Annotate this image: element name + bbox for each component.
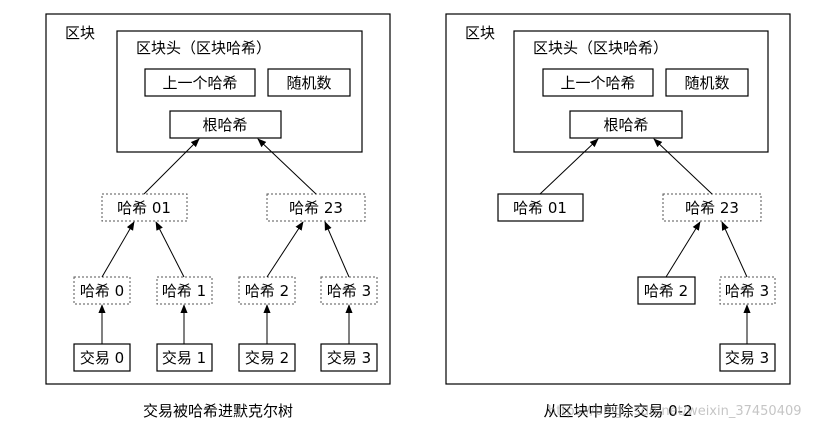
left-arrow-hash1-to-hash01 <box>155 221 185 278</box>
right-hash23-box <box>662 193 762 222</box>
left-tx0-label: 交易 0 <box>80 349 124 367</box>
left-hash3-label: 哈希 3 <box>327 282 371 300</box>
left-hash01-label: 哈希 01 <box>117 199 171 217</box>
left-nonce-box <box>267 68 351 97</box>
right-tx3-label: 交易 3 <box>725 349 769 367</box>
left-tx2-label: 交易 2 <box>245 349 289 367</box>
right-hash01-label: 哈希 01 <box>513 199 567 217</box>
left-root-hash-label: 根哈希 <box>202 116 247 134</box>
left-block-header-label: 区块头（区块哈希） <box>136 39 271 57</box>
right-hash3-box <box>719 276 776 305</box>
right-hash2-label: 哈希 2 <box>644 282 688 300</box>
right-root-hash-box <box>569 110 683 139</box>
left-hash0-label: 哈希 0 <box>80 282 124 300</box>
left-tx0-box <box>73 343 131 372</box>
left-caption: 交易被哈希进默克尔树 <box>143 402 293 420</box>
right-nonce-label: 随机数 <box>684 74 729 92</box>
left-prev-hash-label: 上一个哈希 <box>162 74 237 92</box>
left-block-label: 区块 <box>65 24 95 42</box>
left-diagram: 区块 区块头（区块哈希） 上一个哈希 随机数 根哈希 哈希 01 哈希 23 哈… <box>45 13 391 420</box>
right-block-header-label: 区块头（区块哈希） <box>533 39 668 57</box>
left-tx3-label: 交易 3 <box>327 349 371 367</box>
right-diagram: 区块 区块头（区块哈希） 上一个哈希 随机数 根哈希 哈希 01 哈希 23 哈… <box>445 13 791 420</box>
left-root-hash-box <box>169 110 282 139</box>
right-nonce-box <box>665 68 749 97</box>
left-arrow-hash23-to-root <box>257 138 317 195</box>
left-hash23-box <box>266 193 366 222</box>
left-nonce-label: 随机数 <box>286 74 331 92</box>
left-arrow-hash2-to-hash23 <box>266 221 304 278</box>
right-hash2-box <box>637 276 696 305</box>
right-caption: 从区块中剪除交易 0-2 <box>543 402 692 420</box>
left-tx2-box <box>238 343 296 372</box>
left-hash01-box <box>101 193 188 222</box>
left-hash0-box <box>73 276 131 305</box>
left-hash23-label: 哈希 23 <box>289 199 343 217</box>
right-prev-hash-label: 上一个哈希 <box>560 74 635 92</box>
left-hash2-label: 哈希 2 <box>245 282 289 300</box>
right-hash3-label: 哈希 3 <box>725 282 769 300</box>
right-arrow-hash2-to-hash23 <box>665 221 701 278</box>
left-hash1-box <box>156 276 213 305</box>
right-hash23-label: 哈希 23 <box>685 199 739 217</box>
right-arrow-hash3-to-hash23 <box>721 221 748 278</box>
right-prev-hash-box <box>542 68 654 97</box>
right-arrow-hash01-to-root <box>539 138 599 195</box>
left-tx1-box <box>156 343 213 372</box>
right-root-hash-label: 根哈希 <box>603 116 648 134</box>
left-arrow-hash01-to-root <box>143 138 200 195</box>
watermark-text: https://blog.csdn.net/weixin_37450409 <box>548 404 802 419</box>
left-arrow-hash0-to-hash01 <box>101 221 135 278</box>
right-hash01-box <box>497 193 584 222</box>
left-hash2-box <box>238 276 296 305</box>
left-hash3-box <box>320 276 378 305</box>
left-tx1-label: 交易 1 <box>162 349 206 367</box>
right-arrow-hash23-to-root <box>653 138 713 195</box>
right-block-label: 区块 <box>465 24 495 42</box>
left-prev-hash-box <box>144 68 256 97</box>
left-hash1-label: 哈希 1 <box>162 282 206 300</box>
left-arrow-hash3-to-hash23 <box>324 221 350 278</box>
